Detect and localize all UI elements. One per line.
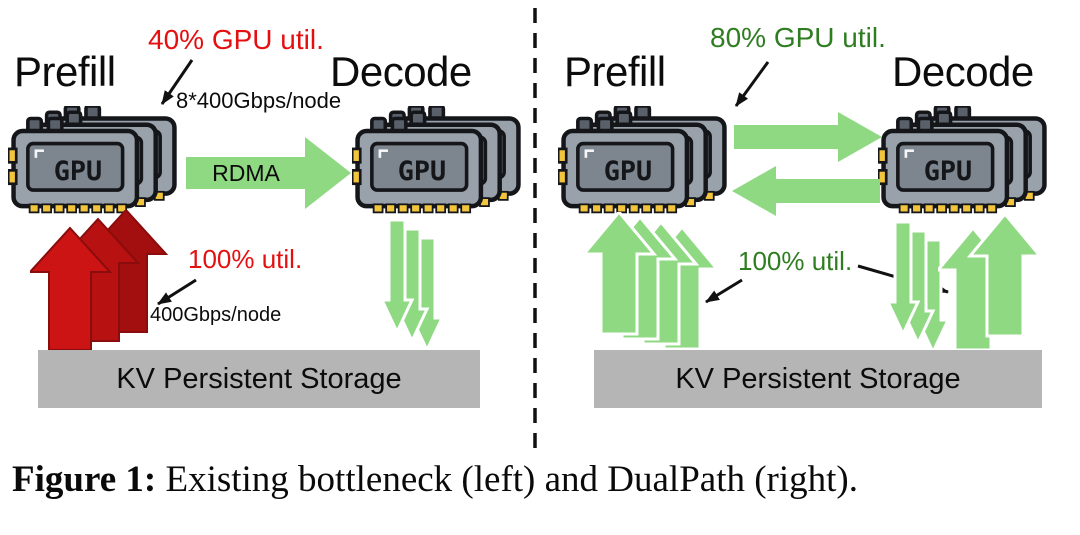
left-storage-bar: KV Persistent Storage [38, 350, 480, 408]
decode-storage-write-arrows [382, 220, 445, 354]
prefill-to-decode-arrow [734, 112, 882, 162]
right-gpu-util-pointer-arrow [734, 61, 770, 107]
gpu-label: GPU [54, 156, 102, 187]
rdma-label: RDMA [212, 160, 280, 186]
gpu-card: GPU [876, 116, 1010, 214]
right-storage-bar: KV Persistent Storage [594, 350, 1042, 408]
left-decode-label: Decode [330, 48, 472, 95]
storage-util-pointer-arrow [157, 278, 197, 306]
right-decode-gpu: GPU [876, 104, 1050, 229]
right-storage-util-label: 100% util. [738, 246, 853, 276]
gpu-card: GPU [350, 116, 484, 214]
figure-caption: Figure 1: Existing bottleneck (left) and… [12, 458, 1074, 501]
panel-separator-dashed-line [533, 8, 537, 448]
corner-mark [904, 149, 914, 158]
left-storage-util-label: 100% util. [188, 244, 303, 274]
gpu-stack: GPU [350, 104, 521, 214]
gpu-stack: GPU [876, 104, 1047, 214]
gpu-pins [28, 203, 128, 214]
corner-mark [584, 149, 594, 158]
right-decode-storage-load-arrows [938, 214, 1042, 352]
gpu-pins [372, 203, 472, 214]
left-prefill-gpu: GPU [6, 104, 180, 229]
figure-caption-prefix: Figure 1: [12, 459, 157, 500]
gpu-stack: GPU [6, 104, 177, 214]
gpu-card: GPU [556, 116, 690, 214]
rdma-arrow: RDMA [186, 137, 351, 209]
right-gpu-util-label: 80% GPU util. [710, 22, 886, 53]
gpu-util-pointer-arrow [160, 59, 194, 105]
right-storage-util-pointer-left [705, 278, 743, 304]
gpu-pins [898, 203, 998, 214]
gpu-label: GPU [604, 156, 652, 187]
gpu-label: GPU [924, 156, 972, 187]
right-decode-label: Decode [892, 48, 1034, 95]
right-prefill-label: Prefill [564, 48, 666, 95]
gpu-pins [578, 203, 678, 214]
left-storage-label: KV Persistent Storage [116, 362, 402, 395]
left-decode-gpu: GPU [350, 104, 524, 229]
left-storage-bandwidth-label: 400Gbps/node [150, 304, 282, 326]
figure-caption-text: Existing bottleneck (left) and DualPath … [156, 459, 859, 500]
right-prefill-gpu: GPU [556, 104, 730, 229]
right-decode-storage-write-arrows [888, 222, 951, 356]
corner-mark [378, 149, 388, 158]
decode-to-prefill-arrow [732, 166, 880, 216]
left-prefill-label: Prefill [14, 48, 116, 95]
right-storage-label: KV Persistent Storage [675, 362, 961, 395]
corner-mark [34, 149, 44, 158]
right-prefill-storage-load-arrows [584, 212, 721, 351]
left-interconnect-bandwidth-label: 8*400Gbps/node [176, 88, 342, 113]
gpu-label: GPU [398, 156, 446, 187]
gpu-stack: GPU [556, 104, 727, 214]
gpu-card: GPU [6, 116, 140, 214]
left-gpu-util-label: 40% GPU util. [148, 24, 324, 55]
